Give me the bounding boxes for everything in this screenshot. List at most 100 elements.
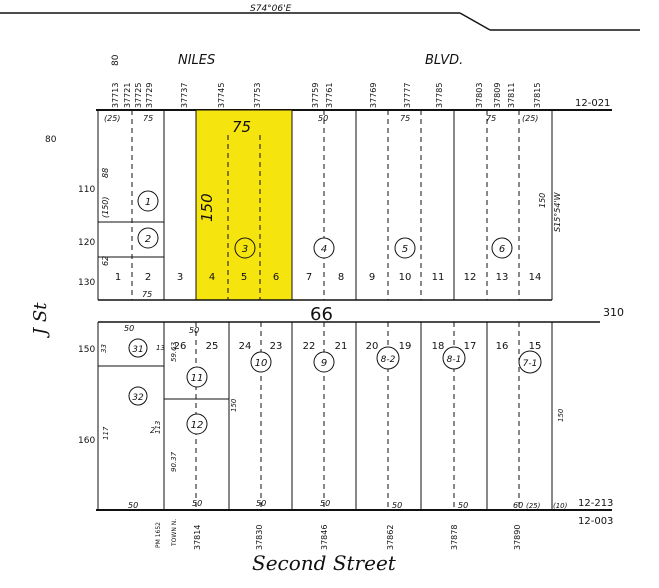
frontage-label: 75 — [143, 114, 153, 123]
parcel-number: 5 — [402, 244, 408, 255]
parcel-number: 8-1 — [447, 355, 462, 365]
lower-block — [97, 322, 553, 510]
frontage-label: 50 — [318, 114, 328, 123]
frontage-label: 75 — [486, 114, 496, 123]
highlight-depth-label: 150 — [198, 193, 216, 222]
address-label: 37890 — [513, 525, 522, 550]
right-side-dim: 150 — [538, 193, 547, 208]
parcel-circle[interactable] — [491, 237, 513, 259]
misc-label: 150 — [230, 398, 238, 412]
top-addresses: 37713 37721 37725 37729 37737 37745 3775… — [111, 83, 542, 108]
address-label: 37815 — [533, 83, 542, 108]
parcel-circle[interactable] — [137, 227, 159, 249]
top-left-dim: 80 — [111, 54, 121, 66]
left-depth-label: (150) — [101, 196, 110, 218]
parcel-circle[interactable] — [442, 346, 466, 370]
address-label: 37761 — [325, 83, 334, 108]
address-label: 37862 — [386, 525, 395, 550]
address-label: 37753 — [253, 83, 262, 108]
frontage-label: (25) — [526, 502, 541, 510]
misc-label: 150 — [557, 408, 565, 422]
street-left-name: J St — [30, 302, 51, 339]
top-boundary: S74°06'E — [0, 4, 640, 31]
lot-number: 12 — [464, 272, 477, 283]
frontage-label: 50 — [189, 326, 199, 335]
address-label: 37745 — [217, 83, 226, 108]
frontage-label: (10) — [553, 502, 568, 510]
address-label: 37777 — [403, 83, 412, 108]
parcel-number: 4 — [321, 244, 327, 255]
address-label: 37729 — [145, 83, 154, 108]
left-dim: 110 — [78, 185, 95, 195]
address-label: 37878 — [450, 525, 459, 550]
parcel-number: 32 — [132, 393, 144, 403]
frontage-label: 50 — [192, 499, 202, 508]
parcel-circle[interactable] — [234, 237, 256, 259]
left-depth-label: 88 — [101, 168, 110, 178]
parcel-circle[interactable] — [137, 190, 159, 212]
frontage-label: 60 — [513, 501, 523, 510]
parcel-number: 2 — [145, 234, 151, 245]
parcel-circle[interactable] — [518, 350, 542, 374]
parcel-number: 31 — [132, 345, 143, 355]
left-dim: 130 — [78, 278, 95, 288]
lot-number: 2 — [145, 272, 151, 283]
town-label: TOWN N. — [171, 519, 178, 547]
lot-number: 25 — [206, 341, 219, 352]
parcel-circle[interactable] — [186, 413, 208, 435]
bottom-frontage-label: 75 — [142, 290, 152, 299]
parcel-circle[interactable] — [128, 386, 148, 406]
parcel-circle[interactable] — [250, 351, 272, 373]
address-label: 37713 — [111, 83, 120, 108]
misc-label: 2 — [150, 426, 155, 435]
lower-lot-numbers: 26 25 24 23 22 21 20 19 18 17 16 15 — [174, 341, 542, 352]
lot-number: 9 — [369, 272, 375, 283]
left-dims-upper: 80 110 120 130 — [45, 135, 95, 288]
parcel-circle[interactable] — [313, 351, 335, 373]
lot-number: 23 — [270, 341, 283, 352]
address-label: 37721 — [123, 83, 132, 108]
lot-number: 21 — [335, 341, 348, 352]
frontage-label: 50 — [392, 501, 402, 510]
parcel-number: 8-2 — [381, 355, 396, 365]
parcel-circle[interactable] — [394, 237, 416, 259]
lower-bottom-frontages: 50 50 50 50 50 50 60 (25) (10) — [128, 499, 568, 510]
block-number: 66 — [310, 304, 333, 325]
parcel-circle[interactable] — [313, 237, 335, 259]
address-label: 37830 — [255, 525, 264, 550]
parcel-circle[interactable] — [376, 346, 400, 370]
map-ref-bottom-b: 12-003 — [578, 516, 613, 527]
right-side-bearing: S15°54'W — [553, 191, 562, 232]
address-label: 37846 — [320, 525, 329, 550]
bottom-addresses: PM 1652 TOWN N. 37814 37830 37846 37862 … — [155, 519, 522, 550]
lot-number: 17 — [464, 341, 477, 352]
parcel-circle[interactable] — [128, 338, 148, 358]
lot-number: 1 — [115, 272, 121, 283]
address-label: 37725 — [134, 83, 143, 108]
address-label: 37769 — [369, 83, 378, 108]
map-ref-top-right: 12-021 — [575, 98, 610, 109]
lot-number: 24 — [239, 341, 252, 352]
map-ref-bottom-a: 12-213 — [578, 498, 613, 509]
upper-lot-numbers: 1 2 3 4 5 6 7 8 9 10 11 12 13 14 — [115, 272, 542, 283]
frontage-label: 50 — [128, 501, 138, 510]
upper-block — [97, 110, 553, 301]
highlighted-parcel[interactable] — [195, 109, 293, 301]
parcel-circle[interactable] — [186, 366, 208, 388]
lower-top-frontages: 50 50 — [124, 324, 199, 335]
address-label: 37785 — [435, 83, 444, 108]
lot-number: 5 — [241, 272, 247, 283]
frontage-label: 75 — [232, 118, 251, 136]
upper-parcel-circles: 1 2 3 4 5 6 — [137, 190, 513, 259]
misc-label: 59.63 — [170, 342, 178, 362]
address-label: 37814 — [193, 525, 202, 550]
left-dim: 160 — [78, 436, 95, 446]
left-dim: 120 — [78, 238, 95, 248]
parcel-number: 10 — [255, 358, 268, 369]
lot-number: 19 — [399, 341, 412, 352]
misc-label: 13 — [156, 344, 165, 352]
parcel-number: 7-1 — [523, 359, 538, 369]
parcel-number: 12 — [191, 420, 204, 431]
upper-frontages: (25) 75 75 50 75 75 (25) 75 — [104, 114, 538, 299]
frontage-label: 50 — [256, 499, 266, 508]
